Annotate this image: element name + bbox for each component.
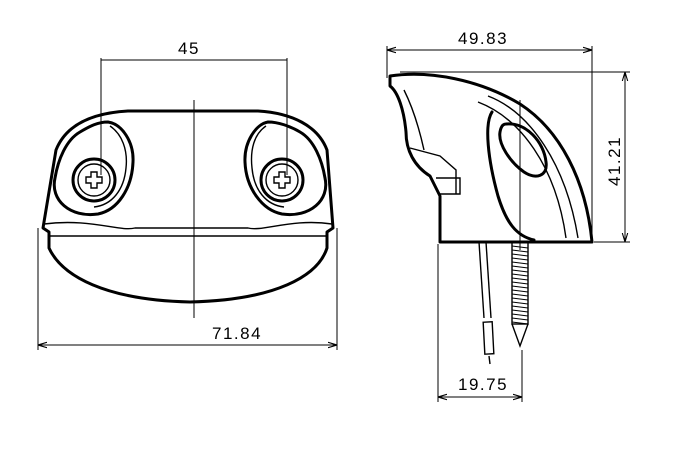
right-screw-head (259, 157, 305, 203)
stud-thread-line (511, 269, 529, 273)
side-lens (498, 122, 548, 178)
dim-7184-label: 71.84 (212, 324, 262, 343)
side-shell-inner-2 (477, 101, 567, 239)
right-screw-boss (243, 120, 328, 217)
stud-thread-line (511, 293, 529, 297)
side-cable (478, 241, 495, 365)
stud-thread-line (511, 265, 529, 269)
side-lip-line-1 (403, 89, 425, 151)
stud-thread-line (511, 253, 529, 257)
side-hood-contour (486, 110, 536, 242)
stud-thread-line (511, 273, 529, 277)
front-seam-line (43, 221, 333, 230)
stud-thread-line (511, 317, 529, 321)
dim-45-label: 45 (178, 39, 200, 58)
stud-thread-line (511, 321, 529, 325)
right-screw-rim (265, 163, 299, 197)
dim-4121-label: 41.21 (605, 136, 624, 186)
stud-thread-line (511, 277, 529, 281)
dim-1975-label: 19.75 (458, 375, 508, 394)
left-boss-inner (93, 125, 128, 208)
stud-thread-line (511, 309, 529, 313)
stud-thread-line (511, 285, 529, 289)
stud-thread-line (511, 305, 529, 309)
stud-thread-line (511, 301, 529, 305)
side-lip-line-2 (409, 147, 457, 194)
left-screw-cross-icon (85, 171, 103, 189)
side-view: 49.83 41.21 19.75 (386, 29, 630, 402)
side-step (436, 177, 461, 195)
right-boss-inner (250, 125, 285, 208)
stud-thread-line (511, 313, 529, 317)
right-screw-cross-icon (273, 171, 291, 189)
dim-4983-label: 49.83 (458, 29, 508, 48)
side-shell-inner-1 (487, 95, 579, 239)
front-view: 45 71.84 (37, 39, 338, 350)
stud-thread-line (511, 249, 529, 253)
stud-thread-line (511, 289, 529, 293)
stud-thread-line (511, 257, 529, 261)
side-body-outline (388, 72, 594, 244)
stud-thread-line (511, 245, 529, 249)
left-screw-boss (52, 120, 135, 217)
stud-thread-line (511, 281, 529, 285)
stud-thread-line (511, 297, 529, 301)
left-screw-rim (77, 163, 111, 197)
front-body-outline (41, 109, 335, 304)
left-screw-head (71, 157, 117, 203)
stud-thread-line (511, 261, 529, 265)
side-threaded-stud (511, 241, 529, 349)
